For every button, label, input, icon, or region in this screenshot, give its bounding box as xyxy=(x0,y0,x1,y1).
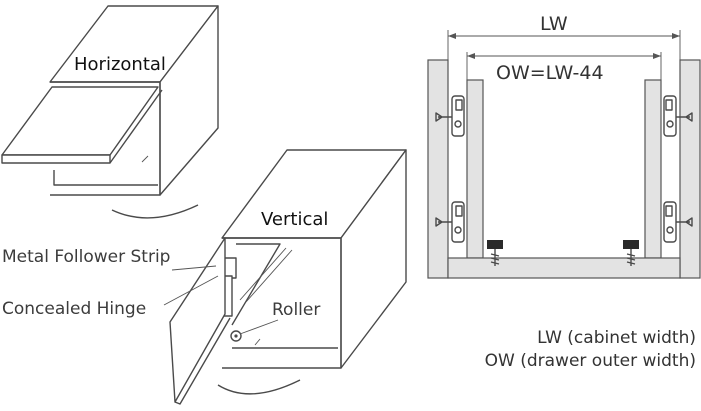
drawer-left-side xyxy=(466,79,484,259)
cabinet-right-panel xyxy=(679,59,701,279)
roller-center xyxy=(234,334,238,338)
metal-follower-strip-label: Metal Follower Strip xyxy=(2,247,170,267)
right-bottom-bracket xyxy=(623,240,639,266)
lw-arrow-left xyxy=(448,33,456,39)
right-hinge-top xyxy=(663,95,693,137)
horizontal-flap-top xyxy=(1,86,159,156)
horizontal-cabinet-front-frame xyxy=(50,81,161,196)
horizontal-swing-hint xyxy=(141,155,149,163)
ow-formula-label: OW=LW-44 xyxy=(496,62,604,84)
horizontal-swing-arc xyxy=(111,204,199,219)
vertical-door-edge xyxy=(174,317,231,405)
left-hinge-bottom xyxy=(435,201,465,243)
roller-leader xyxy=(239,319,279,335)
vertical-cabinet: Vertical xyxy=(169,149,407,405)
vertical-door xyxy=(169,237,226,403)
horizontal-cabinet: Horizontal xyxy=(1,5,219,219)
left-hinge-top xyxy=(435,95,465,137)
concealed-hinge-label: Concealed Hinge xyxy=(2,299,146,319)
follower-strip-track xyxy=(239,247,293,303)
metal-follower-strip-leader xyxy=(171,265,217,271)
ow-arrow-right xyxy=(653,53,661,59)
legend-lw: LW (cabinet width) xyxy=(537,328,696,348)
vertical-swing-hint xyxy=(254,338,261,346)
horizontal-flap-edge xyxy=(1,154,111,164)
legend-ow: OW (drawer outer width) xyxy=(485,351,696,371)
lw-label: LW xyxy=(540,13,568,35)
ow-arrow-left xyxy=(467,53,475,59)
right-hinge-bottom xyxy=(663,201,693,243)
legend: LW (cabinet width) OW (drawer outer widt… xyxy=(485,328,696,371)
concealed-hinge-leader xyxy=(163,275,219,306)
vertical-cabinet-inner-rail xyxy=(231,243,281,326)
cross-section: LW OW=LW-44 xyxy=(427,13,701,279)
vertical-cabinet-front-frame xyxy=(222,237,342,369)
horizontal-label: Horizontal xyxy=(74,54,166,75)
callouts: Metal Follower Strip Concealed Hinge Rol… xyxy=(2,247,320,335)
lw-arrow-right xyxy=(672,33,680,39)
roller-label: Roller xyxy=(272,300,320,320)
horizontal-cabinet-inner-edge xyxy=(53,170,158,186)
left-bottom-bracket xyxy=(487,240,503,266)
drawer-bottom xyxy=(447,257,681,279)
vertical-label: Vertical xyxy=(261,209,328,230)
horizontal-flap-side-edge xyxy=(109,89,163,164)
vertical-swing-arc xyxy=(217,379,301,395)
drawer-right-side xyxy=(644,79,662,259)
cabinet-left-panel xyxy=(427,59,449,279)
